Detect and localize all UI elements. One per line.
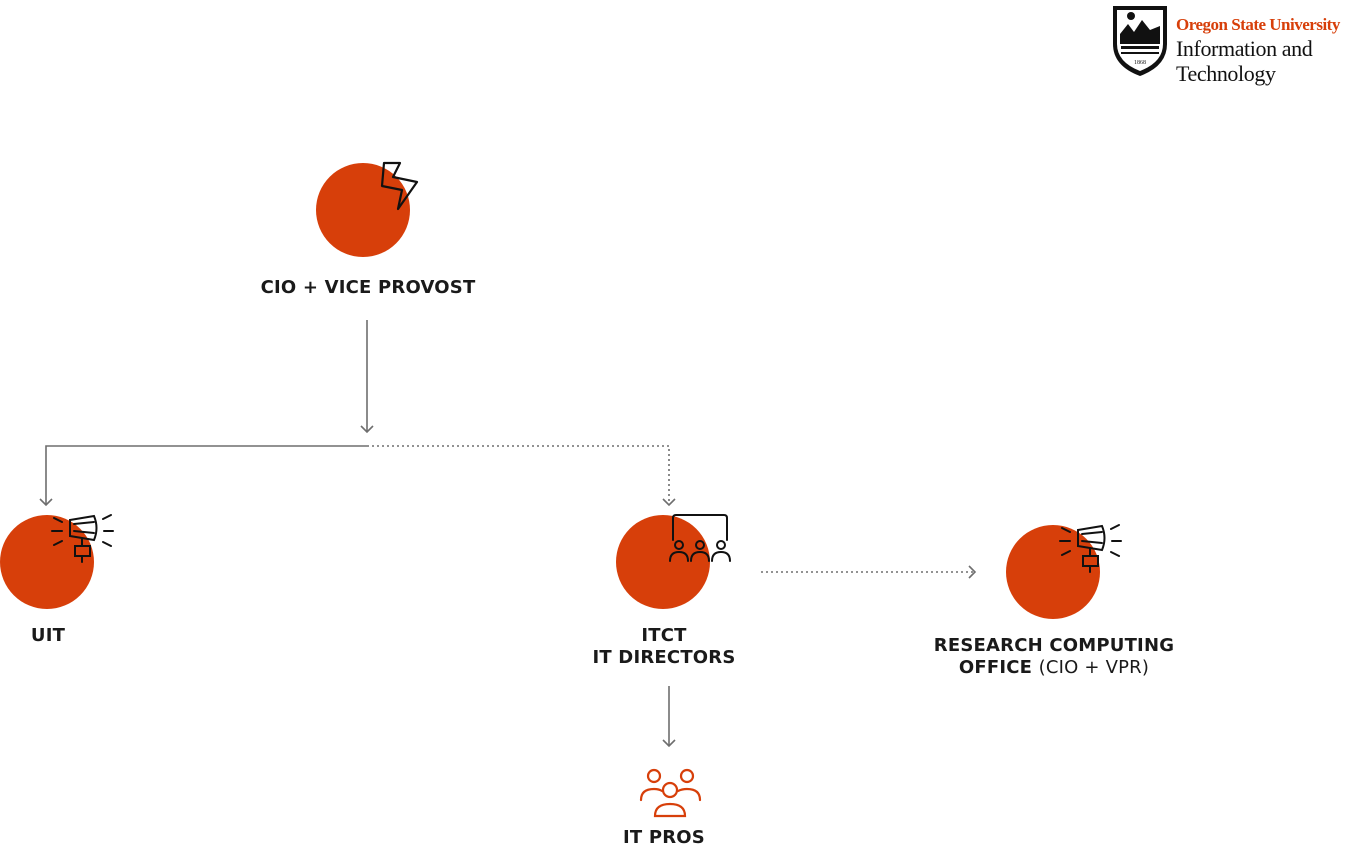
- label-rco-office: OFFICE: [958, 657, 1033, 678]
- logo-university: Oregon State University: [1176, 15, 1340, 34]
- logo-line-2: Technology: [1176, 61, 1276, 86]
- node-cio: [316, 161, 419, 257]
- logo-line-1: Information and: [1176, 36, 1313, 61]
- lightning-bolt-icon: [380, 161, 419, 211]
- label-cio: CIO + VICE PROVOST: [260, 277, 476, 298]
- people-group-icon: [639, 768, 702, 818]
- node-itct: [616, 514, 731, 609]
- label-rco-line1: RESEARCH COMPUTING: [933, 635, 1175, 656]
- megaphone-icon: [51, 514, 114, 563]
- label-rco-line2: OFFICE (CIO + VPR): [928, 657, 1180, 679]
- label-itct-line1: ITCT: [641, 625, 687, 646]
- connectors: [39, 320, 977, 748]
- label-rco: RESEARCH COMPUTING OFFICE (CIO + VPR): [928, 635, 1180, 679]
- edge-cio-itct: [367, 445, 676, 507]
- node-rco: [1006, 524, 1122, 619]
- label-uit: UIT: [30, 625, 66, 646]
- edge-cio-uit: [39, 445, 367, 507]
- seal-year: 1868: [1134, 60, 1146, 66]
- presentation-board-icon: [669, 514, 731, 562]
- node-circle: [1006, 525, 1100, 619]
- label-rco-sub: (CIO + VPR): [1038, 657, 1150, 678]
- node-circle: [616, 515, 710, 609]
- node-circle: [0, 515, 94, 609]
- label-itct-line2: IT DIRECTORS: [592, 647, 736, 668]
- node-uit: [0, 514, 114, 609]
- label-it-pros: IT PROS: [623, 827, 705, 848]
- osu-seal-logo: 1868: [1113, 6, 1167, 76]
- osu-logo-text: Oregon State University Information and …: [1176, 14, 1340, 86]
- megaphone-icon: [1059, 524, 1122, 573]
- label-itct: ITCT IT DIRECTORS: [574, 625, 754, 669]
